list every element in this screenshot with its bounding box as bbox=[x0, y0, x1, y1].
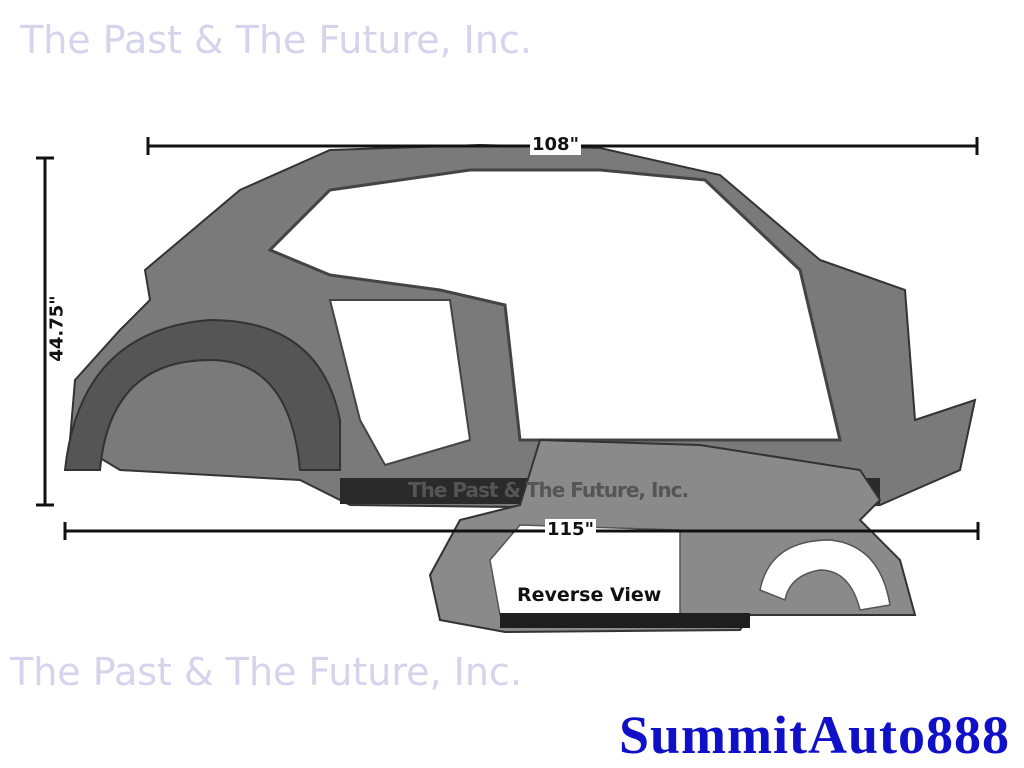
brand-logo-text: SummitAuto888 bbox=[618, 705, 1010, 765]
dimension-label-height: 44.75" bbox=[46, 293, 68, 364]
dimension-label-length-top: 108" bbox=[530, 134, 581, 155]
dimension-label-length-bottom: 115" bbox=[545, 519, 596, 540]
door-jamb-opening bbox=[328, 299, 472, 467]
part-stamp: The Past & The Future, Inc. bbox=[408, 478, 689, 502]
dimension-line-44-75 bbox=[36, 156, 54, 507]
reverse-rocker bbox=[500, 613, 750, 628]
reverse-view-label: Reverse View bbox=[517, 584, 662, 606]
window-opening bbox=[267, 168, 842, 442]
wheel-well bbox=[63, 318, 341, 471]
dimension-line-115 bbox=[63, 522, 980, 540]
